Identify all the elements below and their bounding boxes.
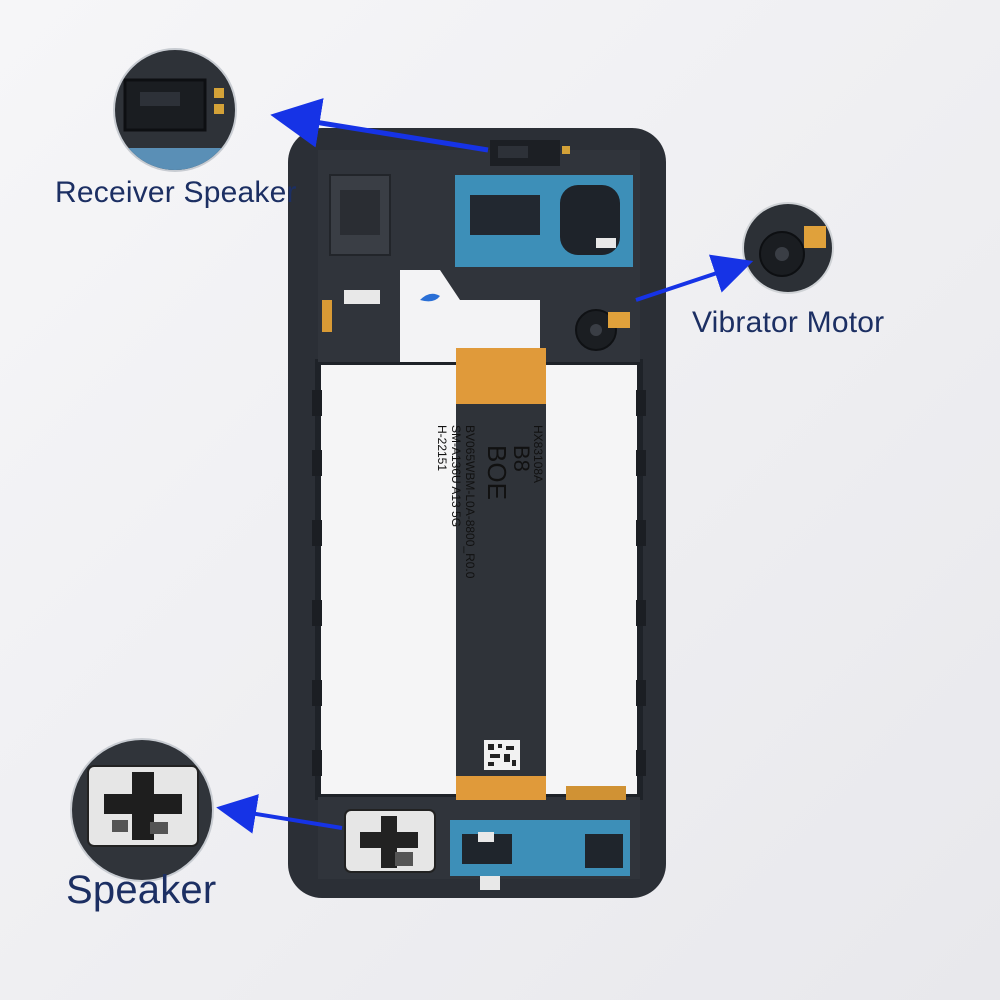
vibrator-motor-zoom bbox=[742, 202, 834, 294]
flex-date-code: H-22151 bbox=[435, 425, 449, 471]
flex-model-code: HX83108A bbox=[531, 425, 545, 483]
vibrator-motor-label: Vibrator Motor bbox=[692, 306, 885, 339]
vibrator-motor-arrow bbox=[635, 254, 754, 302]
receiver-speaker-zoom bbox=[113, 48, 237, 172]
speaker-zoom bbox=[70, 738, 214, 882]
flex-part-number: BV065WBM-L0A-8800_R0.0 bbox=[463, 425, 477, 579]
flex-cable-printing: HX83108A B8 BOE BV065WBM-L0A-8800_R0.0 S… bbox=[435, 425, 545, 579]
flex-brand: BOE bbox=[482, 445, 512, 500]
flex-device-model: SM-A136U A13 5G bbox=[449, 425, 463, 527]
speaker-arrow bbox=[216, 794, 343, 834]
flex-b-code: B8 bbox=[509, 445, 534, 472]
receiver-speaker-label: Receiver Speaker bbox=[55, 176, 297, 209]
flex-cable bbox=[456, 348, 546, 800]
receiver-speaker-arrow bbox=[270, 98, 489, 153]
speaker-label: Speaker bbox=[66, 868, 217, 912]
